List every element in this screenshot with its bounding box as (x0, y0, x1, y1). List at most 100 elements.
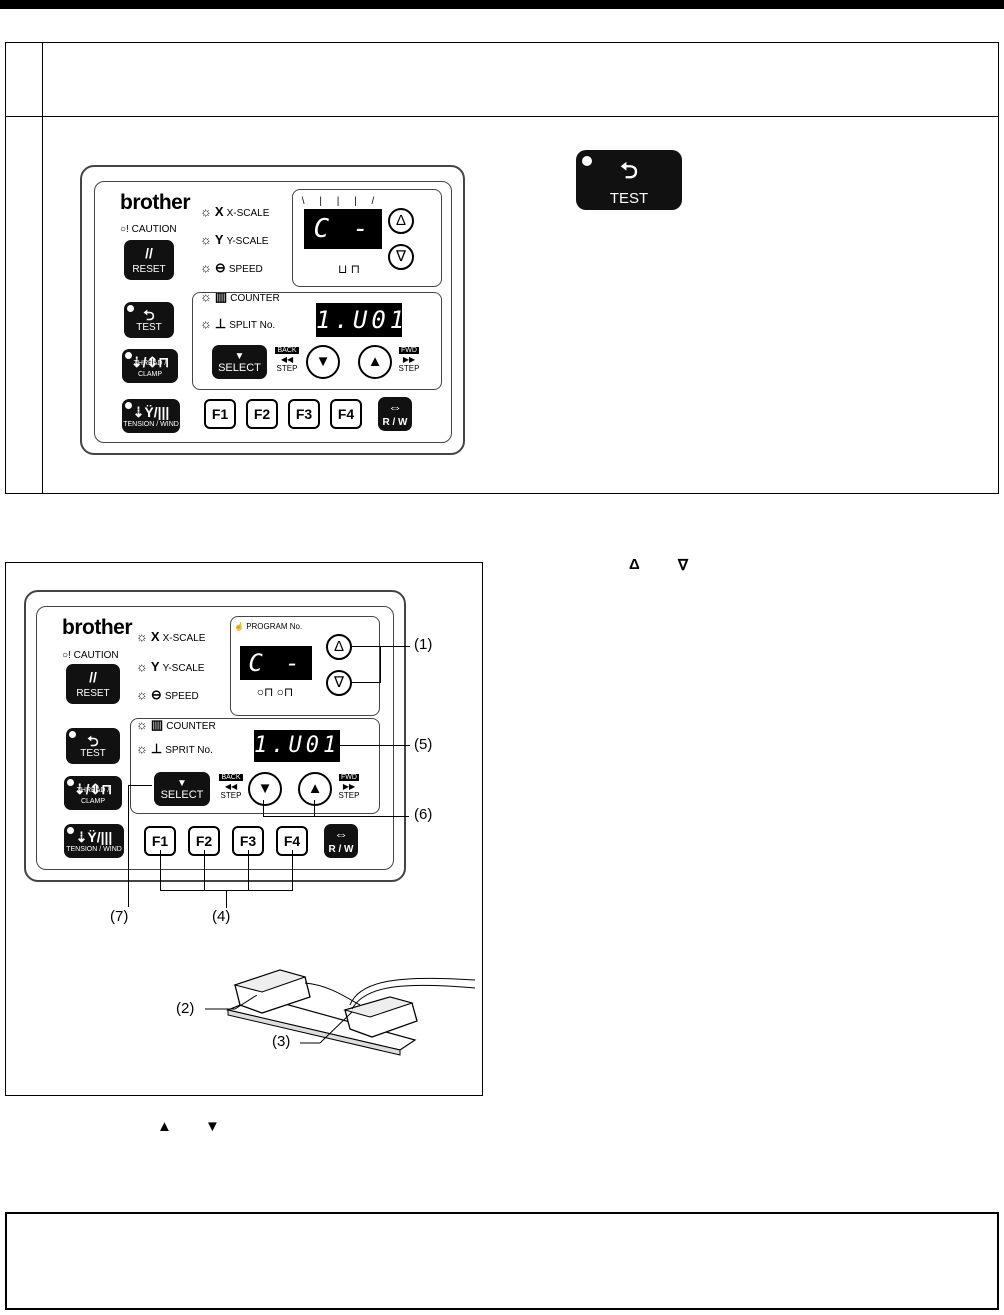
reset-icon: // (145, 245, 153, 261)
split-no-indicator: ☼⊥SPRIT No. (136, 741, 213, 757)
program-no-label: ☝ PROGRAM No. (234, 622, 303, 631)
led-sun-icon: ☼ (136, 741, 148, 756)
panel-face (94, 181, 452, 443)
thread-clamp-button[interactable]: ⇣/⇕⊓ THREAD / CLAMP (64, 776, 122, 810)
callout-line-7b (128, 785, 152, 786)
up-outline-symbol: Δ (629, 556, 640, 573)
program-section (292, 189, 442, 287)
callout-1: (1) (414, 636, 433, 653)
forward-step-button[interactable]: ▲ (298, 772, 332, 806)
callout-line-4c (248, 850, 249, 890)
read-write-button[interactable]: ⇔ R / W (324, 824, 358, 858)
down-solid-symbol: ▼ (205, 1118, 220, 1135)
led-sun-icon: ☼ (136, 629, 148, 644)
speed-indicator: ☼⊖SPEED (200, 260, 263, 276)
return-icon: ⮌ (620, 158, 638, 183)
led-sun-icon: ☼ (136, 687, 148, 702)
thread-clamp-icon: ⇣/⇕⊓ (73, 781, 113, 797)
callout-line-1c (352, 682, 381, 683)
up-button[interactable]: Δ (326, 634, 352, 660)
return-icon: ⮌ (87, 733, 99, 749)
callout-4: (4) (212, 908, 231, 925)
f1-button[interactable]: F1 (204, 399, 236, 429)
back-step-button[interactable]: ▼ (248, 772, 282, 806)
tension-wind-button[interactable]: ⇣Ÿ/||| TENSION / WIND (122, 399, 180, 433)
tension-wind-button[interactable]: ⇣Ÿ/||| TENSION / WIND (64, 824, 124, 858)
caution-indicator: ○! CAUTION (120, 224, 177, 235)
f4-button[interactable]: F4 (330, 399, 362, 429)
procedure-table (5, 42, 999, 494)
read-write-icon: ⇔ (334, 826, 348, 842)
thread-clamp-icon: ⇣/⇕⊓ (130, 354, 170, 370)
f2-button[interactable]: F2 (246, 399, 278, 429)
down-button[interactable]: ∇ (388, 244, 414, 270)
control-panel-illustration-2: brother ○! CAUTION // RESET ⮌ TEST ⇣/⇕⊓ … (24, 590, 406, 882)
f2-button[interactable]: F2 (188, 826, 220, 856)
callout-line-1 (352, 646, 410, 647)
callout-line-7 (128, 785, 129, 907)
callout-7: (7) (110, 908, 129, 925)
down-button[interactable]: ∇ (326, 670, 352, 696)
control-panel-illustration-1: brother ○! CAUTION // RESET ⮌ TEST ⇣/⇕⊓ … (80, 165, 465, 455)
callout-line-6c (314, 800, 315, 816)
test-key-illustration[interactable]: ⮌ TEST (576, 150, 682, 210)
fwd-step-label: FWD▶▶STEP (398, 347, 420, 373)
callout-line-4d (292, 850, 293, 890)
mode-icons: ⊔ ⊓ (337, 262, 361, 276)
forward-step-button[interactable]: ▲ (358, 345, 392, 379)
back-step-label: BACK◀◀STEP (219, 774, 243, 800)
tension-wind-icon: ⇣Ÿ/||| (75, 829, 113, 845)
counter-indicator: ☼▥COUNTER (200, 289, 280, 305)
figure-frame (5, 562, 483, 1096)
caution-indicator: ○! CAUTION (62, 650, 119, 661)
callout-5: (5) (414, 736, 433, 753)
counter-section (130, 718, 380, 814)
fwd-step-label: FWD▶▶STEP (338, 774, 360, 800)
note-box (5, 1212, 999, 1310)
back-step-button[interactable]: ▼ (306, 345, 340, 379)
led-icon (67, 779, 74, 786)
led-icon (125, 402, 132, 409)
reset-button[interactable]: // RESET (124, 240, 174, 280)
program-number-display: C - 1 (240, 646, 312, 711)
led-icon (125, 352, 132, 359)
f3-button[interactable]: F3 (288, 399, 320, 429)
thread-clamp-button[interactable]: ⇣/⇕⊓ THREAD / CLAMP (122, 349, 178, 383)
back-step-label: BACK◀◀STEP (275, 347, 299, 373)
test-button[interactable]: ⮌ TEST (124, 302, 174, 338)
callout-line-4e (226, 890, 227, 908)
read-write-button[interactable]: ⇔ R / W (378, 397, 412, 431)
foot-pedal-illustration (226, 969, 476, 1056)
callout-2: (2) (176, 1000, 195, 1017)
led-icon (67, 827, 74, 834)
led-sun-icon: ☼ (200, 232, 212, 247)
led-sun-icon: ☼ (200, 289, 212, 304)
select-button[interactable]: ▼ SELECT (154, 772, 210, 806)
table-col-divider (42, 42, 43, 494)
led-sun-icon: ☼ (200, 204, 212, 219)
led-sun-icon: ☼ (136, 659, 148, 674)
callout-3: (3) (272, 1033, 291, 1050)
callout-line-6b (263, 800, 264, 816)
tension-wind-icon: ⇣Ÿ/||| (132, 404, 170, 420)
callout-line-5 (340, 745, 410, 746)
up-button[interactable]: Δ (388, 208, 414, 234)
flash-marks: \ | | | / (301, 196, 381, 207)
counter-indicator: ☼▥COUNTER (136, 717, 216, 733)
down-outline-symbol: ∇ (678, 557, 689, 574)
split-number-display: 1.U01 (316, 303, 404, 337)
program-number-display: C - 1 (304, 209, 382, 284)
led-sun-icon: ☼ (200, 316, 212, 331)
reset-button[interactable]: // RESET (66, 664, 120, 704)
callout-line-1b (380, 646, 381, 682)
header-bar (0, 0, 1004, 9)
test-button[interactable]: ⮌ TEST (66, 728, 120, 764)
callout-leader-2 (205, 995, 258, 1010)
select-button[interactable]: ▼ SELECT (212, 345, 267, 379)
panel-face (36, 606, 394, 870)
up-solid-symbol: ▲ (157, 1118, 172, 1135)
down-triangle-icon: ▼ (177, 778, 187, 789)
